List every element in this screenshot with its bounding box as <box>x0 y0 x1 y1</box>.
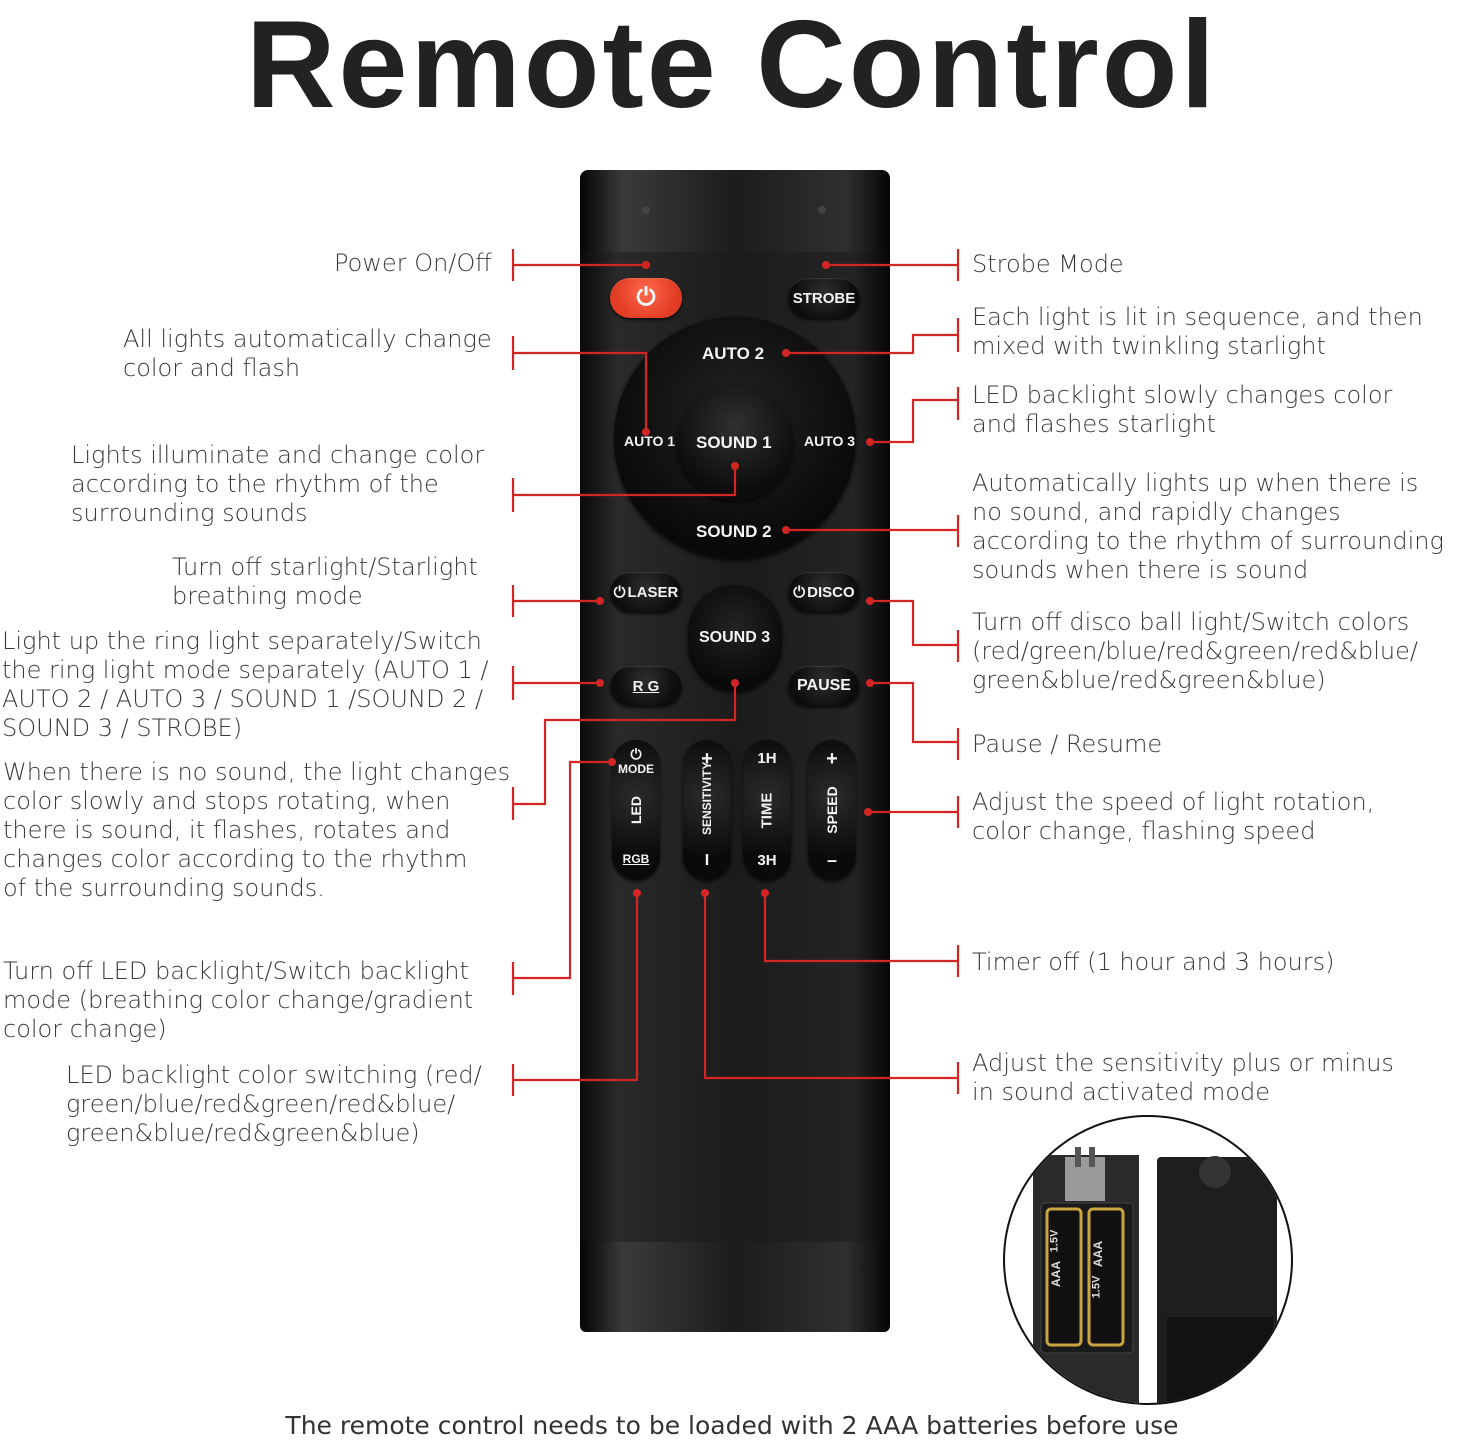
callout-ring <box>511 666 600 700</box>
disco-button[interactable]: ⏻DISCO <box>788 572 860 612</box>
ring-light-button[interactable]: R G <box>610 666 682 706</box>
battery-icon <box>1087 1207 1125 1347</box>
power-icon: ⏻ <box>630 746 642 762</box>
laser-button[interactable]: ⏻LASER <box>610 572 682 612</box>
sound2-button[interactable]: SOUND 2 <box>696 522 772 541</box>
label-sensitivity: Adjust the sensitivity plus or minus in … <box>972 1049 1394 1106</box>
label-timer: Timer off (1 hour and 3 hours) <box>972 948 1335 976</box>
battery-illustration <box>1033 1147 1277 1403</box>
power-icon: ⏻ <box>793 583 806 601</box>
battery-icon <box>1045 1207 1083 1347</box>
footer-note: The remote control needs to be loaded wi… <box>285 1411 1179 1440</box>
label-auto2: Each light is lit in sequence, and then … <box>972 303 1423 360</box>
callout-sound1 <box>511 466 737 512</box>
cycle-icon: R G <box>632 677 660 695</box>
power-icon: ⏻ <box>613 583 626 601</box>
power-button[interactable]: ⏻ <box>610 278 682 318</box>
callout-sound3 <box>511 683 737 820</box>
callout-auto3 <box>870 387 960 444</box>
callout-sound2 <box>786 515 960 547</box>
timer-button[interactable]: 1H TIME 3H <box>743 740 791 880</box>
label-disco: Turn off disco ball light/Switch colors … <box>972 608 1418 694</box>
remote-bottom-cap <box>580 1242 890 1332</box>
auto3-button[interactable]: AUTO 3 <box>804 433 856 449</box>
sensor-dot-icon <box>642 206 650 214</box>
callout-disco <box>870 599 960 662</box>
callout-timer <box>763 893 960 977</box>
battery-label: AAA <box>1049 1261 1063 1287</box>
label-sound3: When there is no sound, the light change… <box>3 758 511 902</box>
sensor-dot-icon <box>818 206 826 214</box>
sound3-button[interactable]: SOUND 3 <box>688 585 782 691</box>
battery-label: AAA <box>1091 1241 1105 1267</box>
callout-laser <box>511 585 600 617</box>
page-title: Remote Control <box>246 0 1218 134</box>
callout-power <box>511 249 646 281</box>
auto1-button[interactable]: AUTO 1 <box>624 433 676 449</box>
label-speed: Adjust the speed of light rotation, colo… <box>972 788 1375 845</box>
label-sound1: Lights illuminate and change color accor… <box>71 441 485 527</box>
label-auto1: All lights automatically change color an… <box>123 325 492 382</box>
speed-button[interactable]: + SPEED – <box>808 740 856 880</box>
callout-sensitivity <box>703 893 960 1094</box>
label-strobe: Strobe Mode <box>972 250 1124 278</box>
label-sound2: Automatically lights up when there is no… <box>972 469 1444 584</box>
label-rgb: LED backlight color switching (red/ gree… <box>66 1061 482 1147</box>
callout-auto2 <box>786 318 960 355</box>
callout-speed <box>868 796 960 828</box>
battery-voltage: 1.5V <box>1048 1229 1061 1253</box>
label-led-mode: Turn off LED backlight/Switch backlight … <box>3 957 474 1043</box>
remote-control: ⏻ STROBE AUTO 2 AUTO 1 AUTO 3 SOUND 2 SO… <box>580 170 890 1332</box>
label-auto3: LED backlight slowly changes color and f… <box>972 381 1393 438</box>
callout-led-mode <box>511 760 612 995</box>
label-laser: Turn off starlight/Starlight breathing m… <box>172 553 478 610</box>
callout-pause <box>870 681 960 760</box>
pause-button[interactable]: PAUSE <box>788 666 860 706</box>
remote-top-cap <box>580 170 890 252</box>
power-icon: ⏻ <box>636 284 656 311</box>
battery-voltage: 1.5V <box>1090 1275 1103 1299</box>
label-ring-light: Light up the ring light separately/Switc… <box>2 627 489 742</box>
auto2-button[interactable]: AUTO 2 <box>702 344 765 363</box>
battery-compartment-inset: AAA 1.5V AAA 1.5V <box>1003 1115 1293 1405</box>
label-pause: Pause / Resume <box>972 730 1163 758</box>
led-mode-button[interactable]: ⏻ MODE LED RGB <box>612 740 660 880</box>
strobe-button[interactable]: STROBE <box>788 278 860 318</box>
label-power: Power On/Off <box>334 249 492 277</box>
callout-strobe <box>826 249 960 281</box>
sensitivity-button[interactable]: + SENSITIVITY I <box>683 740 731 880</box>
callout-rgb <box>511 893 639 1096</box>
callout-auto1 <box>511 336 648 432</box>
